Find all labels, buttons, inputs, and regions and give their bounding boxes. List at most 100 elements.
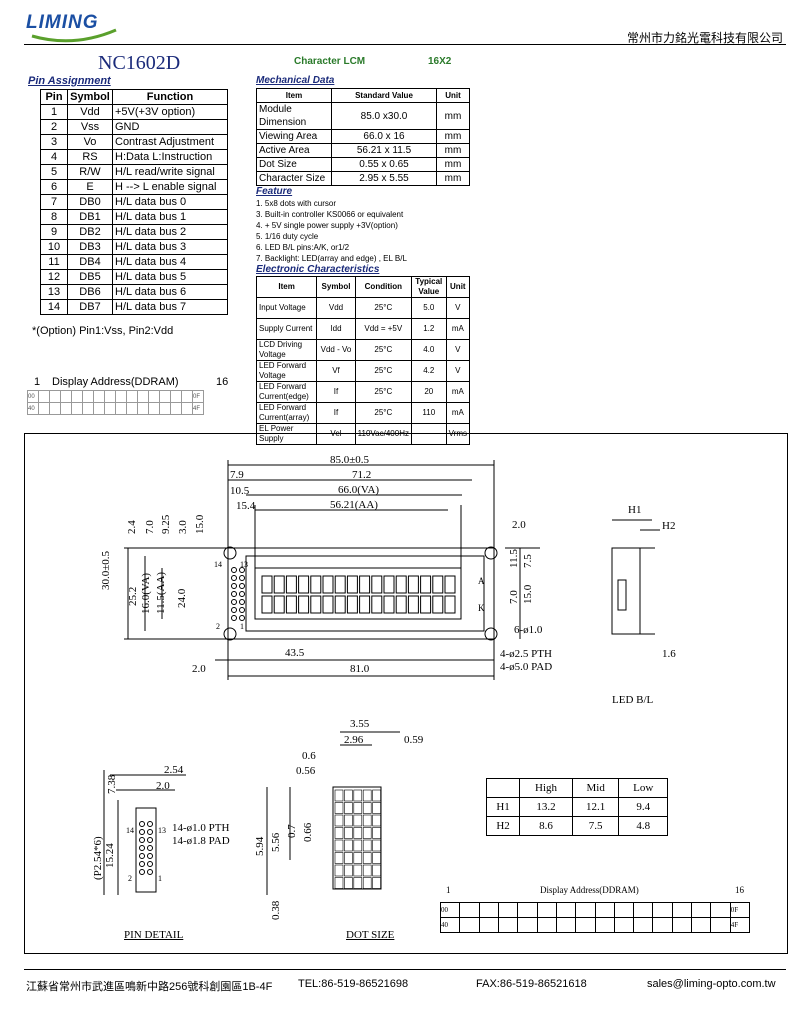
character-cell (346, 595, 358, 614)
dot-cell (353, 877, 363, 889)
module-outline (227, 547, 495, 640)
dot-cell (362, 877, 372, 889)
height-cell: 7.5 (571, 816, 620, 836)
product-size: 16X2 (428, 56, 452, 67)
dim-4-pad: 4-ø5.0 PAD (500, 661, 553, 673)
dim-15-0-left: 15.0 (194, 514, 206, 534)
ddram-big-cell (459, 902, 480, 918)
pin-hole (239, 615, 245, 621)
character-cell (273, 575, 285, 594)
character-cell (298, 575, 310, 594)
ddram-big-cell: 40 (439, 917, 461, 933)
ddram-small-cell: 40 (27, 402, 39, 415)
ddram-big-cell (517, 902, 538, 918)
pin-detail-hole (139, 861, 145, 867)
dot-cell (353, 789, 363, 802)
ddram-small-start: 1 (34, 376, 41, 388)
product-type: Character LCM (294, 56, 366, 67)
pin-symbol: DB5 (67, 269, 113, 285)
dot-cell (344, 802, 353, 814)
pin-label-k: K (478, 603, 485, 613)
ds-0-7: 0.7 (286, 824, 298, 838)
pd-1: 1 (158, 874, 162, 883)
ddram-big-cell (594, 917, 615, 933)
mech-unit: mm (436, 171, 470, 186)
pin-label-14: 14 (214, 560, 222, 569)
dim-9-25: 9.25 (160, 514, 172, 534)
character-cell (444, 595, 456, 614)
elec-condition: 25°C (354, 381, 412, 403)
character-cell (322, 595, 334, 614)
logo-swoosh-icon (31, 28, 117, 43)
character-cell (334, 595, 346, 614)
elec-symbol: If (316, 381, 356, 403)
character-cell (359, 595, 371, 614)
mech-unit: mm (436, 102, 470, 130)
character-cell (432, 595, 444, 614)
dot-cell (372, 839, 381, 852)
height-cell: H1 (485, 797, 521, 817)
ds-2-96: 2.96 (344, 734, 364, 746)
pd-2-54: 2.54 (164, 764, 184, 776)
pd-pad: 14-ø1.8 PAD (172, 835, 230, 847)
character-cell (310, 595, 322, 614)
dot-cell (372, 827, 381, 839)
dot-cell (353, 864, 363, 877)
pin-hole (239, 599, 245, 605)
pin-function: H/L data bus 3 (112, 239, 228, 255)
character-cell (444, 575, 456, 594)
ddram-big-cell (575, 902, 596, 918)
electronic-title: Electronic Characteristics (256, 264, 380, 275)
dim-24-0: 24.0 (176, 588, 188, 608)
character-cell (383, 575, 395, 594)
dot-cell (353, 827, 363, 839)
elec-item: EL Power Supply (255, 423, 318, 445)
dim-15-4: 15.4 (236, 500, 256, 512)
pin-symbol: DB1 (67, 209, 113, 225)
ddram-big-cell (555, 902, 577, 918)
pd-13: 13 (158, 826, 166, 835)
pd-2-0: 2.0 (156, 780, 170, 792)
ddram-big-cell (459, 917, 480, 933)
dim-va: 66.0(VA) (338, 484, 380, 496)
pin-hole (239, 567, 245, 573)
dim-30-0: 30.0±0.5 (100, 550, 112, 590)
height-header-cell: High (519, 778, 573, 798)
ddram-small-cell: 4F (192, 402, 204, 415)
character-cell (285, 575, 297, 594)
mechanical-table: Item Standard Value Unit Module Dimensio… (256, 88, 470, 186)
pin-label-a: A (478, 576, 485, 586)
pin-hole (239, 575, 245, 581)
pin-symbol: DB6 (67, 284, 113, 300)
pin-hole (231, 567, 237, 573)
character-cell (407, 595, 419, 614)
pin-detail-hole (139, 837, 145, 843)
character-cell (359, 575, 371, 594)
ddram-big-cell (478, 902, 499, 918)
character-cell (371, 595, 383, 614)
character-cell (310, 575, 322, 594)
ds-0-66: 0.66 (302, 822, 314, 842)
feature-title: Feature (256, 186, 293, 197)
pin-symbol: R/W (67, 164, 113, 180)
dim-16-va: 16.0(VA) (140, 572, 152, 614)
pin-function: GND (112, 119, 228, 135)
ddram-big-cell (555, 917, 577, 933)
electronic-table: Item Symbol Condition Typical Value Unit… (255, 276, 471, 445)
ddram-big-cell (652, 917, 673, 933)
dot-cell (334, 827, 344, 839)
character-cell (298, 595, 310, 614)
pin-number: 12 (40, 269, 68, 285)
ddram-big-cell (633, 902, 654, 918)
footer-email[interactable]: sales@liming-opto.com.tw (647, 978, 776, 990)
viewing-area (254, 567, 462, 620)
dot-size-label: DOT SIZE (346, 929, 395, 941)
